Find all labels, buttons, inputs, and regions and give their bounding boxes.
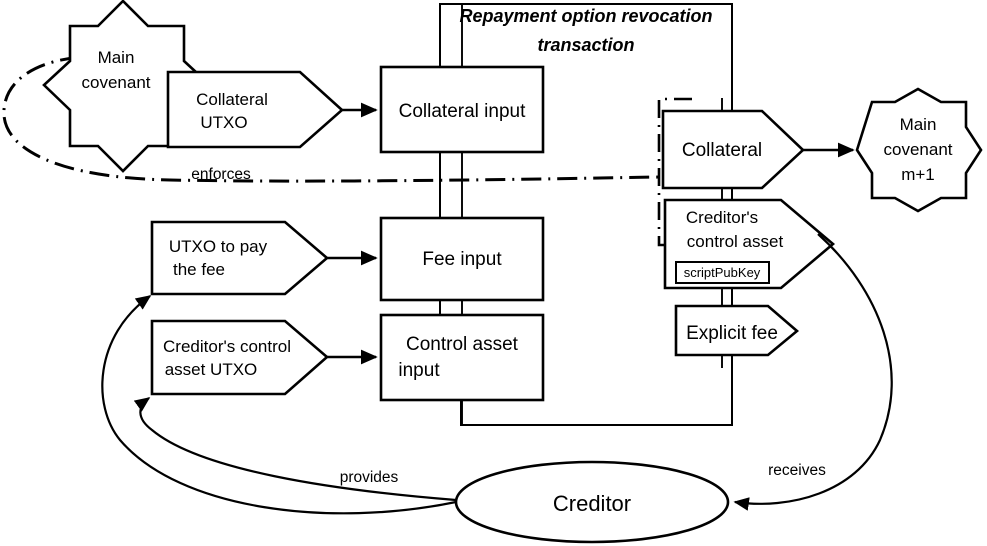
node-creditors-control-asset-output-label-line2: control asset — [687, 232, 784, 251]
node-collateral-input[interactable]: Collateral input — [379, 65, 545, 154]
node-collateral-utxo-label-line1: Collateral — [196, 90, 268, 109]
node-utxo-to-pay-the-fee-label-line1: UTXO to pay — [169, 237, 268, 256]
node-collateral-utxo-label-line2: UTXO — [200, 113, 247, 132]
node-utxo-to-pay-the-fee-label-line2: the fee — [173, 260, 225, 279]
node-explicit-fee-output-label: Explicit fee — [686, 323, 778, 344]
node-explicit-fee-output[interactable]: Explicit fee — [674, 304, 800, 357]
enforces-relation: enforces — [2, 54, 661, 183]
transaction-title-line-b: transaction — [537, 35, 634, 55]
node-collateral-input-label: Collateral input — [399, 101, 526, 122]
curve-receives — [733, 233, 893, 511]
node-creditors-control-asset-output-label-line1: Creditor's — [686, 208, 758, 227]
node-main-covenant-label-line2b: covenant — [82, 73, 151, 92]
node-main-covenant-m-plus-1[interactable]: Main covenant m+1 — [855, 87, 983, 213]
node-collateral-utxo[interactable]: Collateral UTXO — [166, 70, 344, 149]
node-control-asset-input-label-line1: Control asset — [406, 334, 519, 355]
node-main-covenant-m1-label-line3: m+1 — [901, 165, 935, 184]
node-utxo-to-pay-the-fee[interactable]: UTXO to pay the fee — [150, 220, 329, 296]
node-collateral-output-label: Collateral — [682, 140, 762, 161]
node-creditors-control-asset-utxo-label-line2: asset UTXO — [165, 360, 258, 379]
scriptpubkey-badge-label: scriptPubKey — [684, 265, 761, 280]
node-main-covenant-m1-label-line2: covenant — [884, 140, 953, 159]
node-fee-input[interactable]: Fee input — [379, 216, 545, 302]
node-main-covenant-m1-label-line1: Main — [900, 115, 937, 134]
node-fee-input-label: Fee input — [422, 249, 502, 270]
node-creditor[interactable]: Creditor — [454, 460, 730, 544]
transaction-title-line-a: Repayment option revocation — [459, 6, 712, 26]
node-creditors-control-asset-utxo-label-line1: Creditor's control — [163, 337, 291, 356]
edge-label-enforces: enforces — [191, 166, 251, 183]
node-control-asset-input-label-line2: input — [398, 360, 440, 381]
curve-provides-fee-utxo — [101, 295, 457, 515]
node-control-asset-input[interactable]: Control asset input — [379, 313, 545, 402]
node-main-covenant-label-line1: Main — [98, 48, 135, 67]
node-collateral-output[interactable]: Collateral — [661, 109, 805, 190]
node-creditors-control-asset-output[interactable]: Creditor's control asset scriptPubKey — [663, 198, 836, 290]
edge-label-receives: receives — [768, 462, 826, 479]
curve-provides-control-asset-utxo — [133, 397, 457, 502]
edge-label-provides: provides — [340, 469, 399, 486]
node-creditor-label: Creditor — [553, 491, 631, 516]
scriptpubkey-badge[interactable]: scriptPubKey — [675, 261, 770, 284]
node-creditors-control-asset-utxo[interactable]: Creditor's control asset UTXO — [150, 319, 329, 396]
